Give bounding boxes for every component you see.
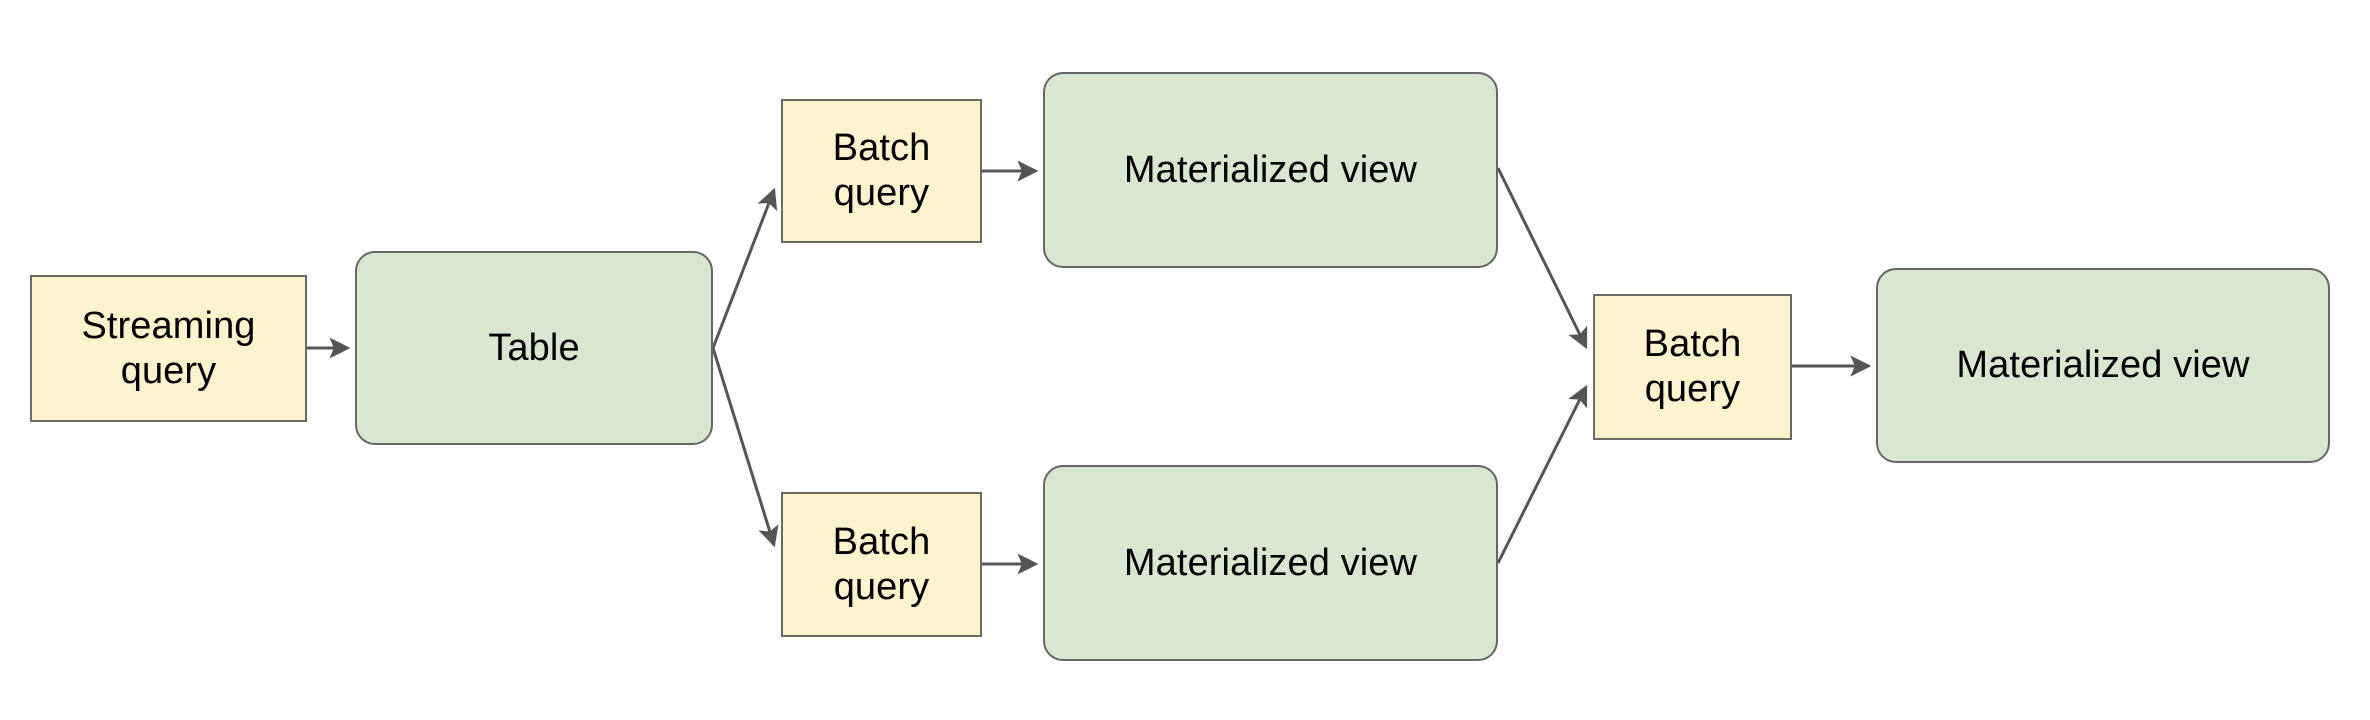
node-label: Materialized view: [1956, 344, 2250, 387]
edge-materialized-view-top-to-batch-query-join: [1496, 167, 1588, 350]
node-label: Streaming query: [81, 304, 256, 392]
node-label: Batch query: [832, 127, 931, 214]
node-materialized-view-bottom[interactable]: Materialized view: [1043, 465, 1498, 661]
node-table[interactable]: Table: [355, 251, 713, 445]
node-materialized-view-top[interactable]: Materialized view: [1043, 72, 1498, 268]
node-batch-query-bottom[interactable]: Batch query: [781, 492, 982, 637]
node-label: Materialized view: [1123, 148, 1418, 191]
node-label: Batch query: [832, 520, 931, 608]
node-label: Table: [488, 326, 580, 369]
node-materialized-view-final[interactable]: Materialized view: [1876, 268, 2330, 463]
edge-table-to-batch-query-top: [711, 187, 778, 349]
edge-materialized-view-bottom-to-batch-query-join: [1496, 384, 1588, 564]
edge-table-to-batch-query-bottom: [711, 347, 779, 548]
node-label: Materialized view: [1123, 541, 1418, 584]
node-batch-query-join[interactable]: Batch query: [1593, 294, 1792, 440]
node-streaming-query[interactable]: Streaming query: [30, 275, 307, 422]
node-label: Batch query: [1643, 323, 1742, 410]
node-batch-query-top[interactable]: Batch query: [781, 99, 982, 243]
